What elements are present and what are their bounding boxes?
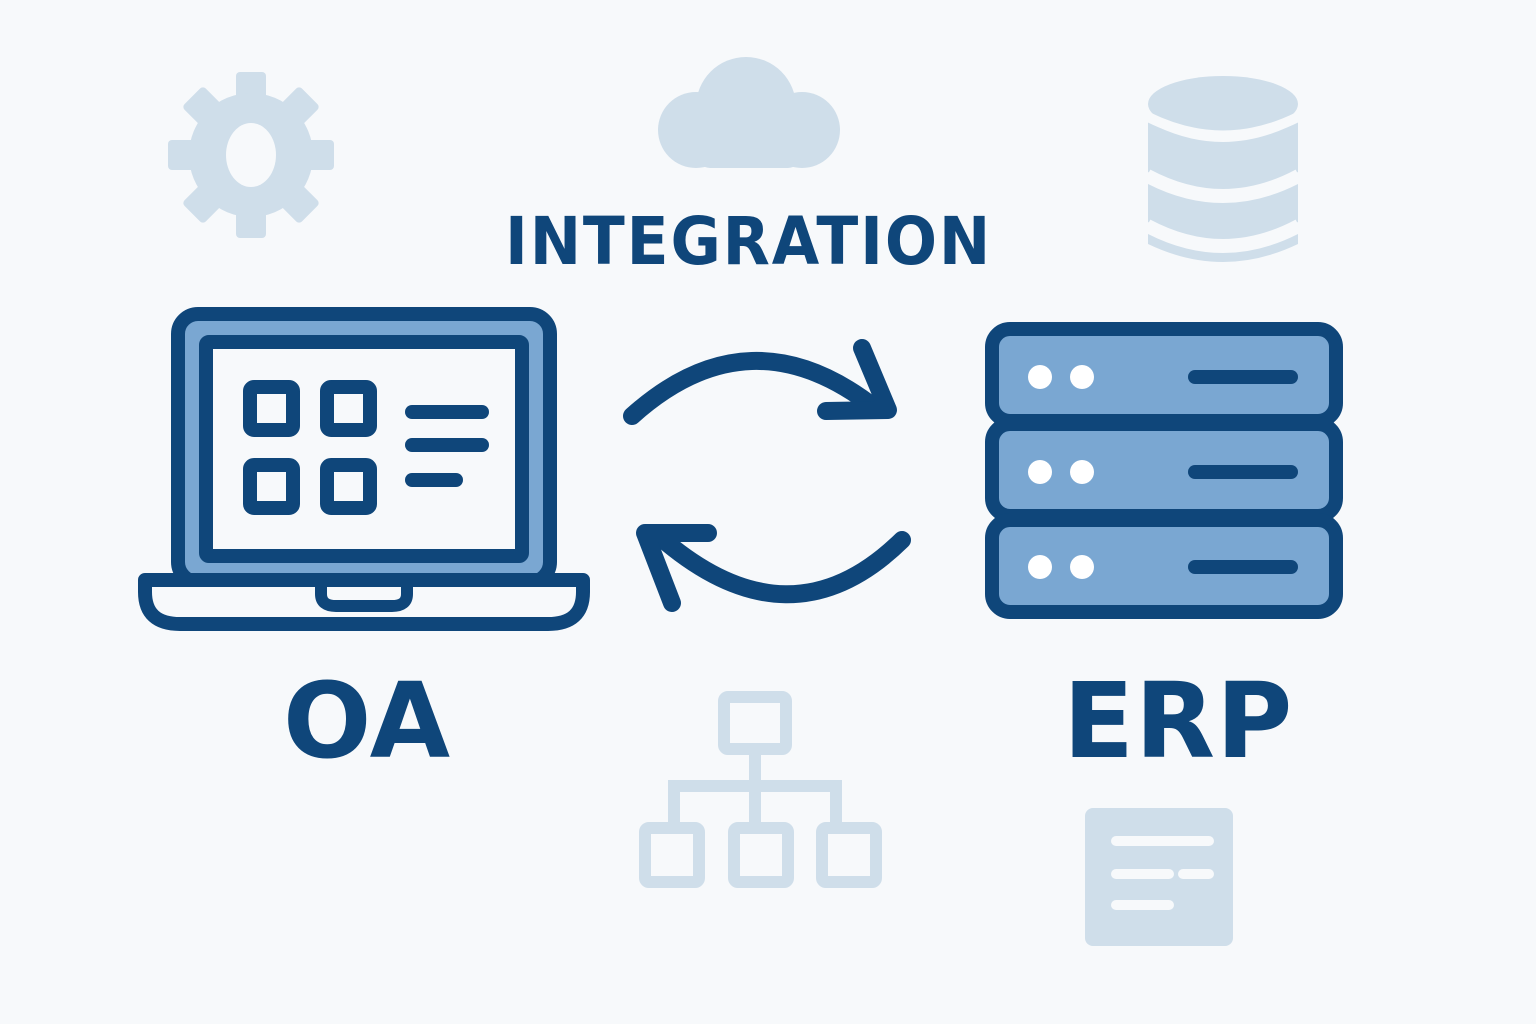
oa-label: OA <box>283 660 452 782</box>
gear-icon <box>168 72 334 238</box>
document-icon <box>1085 808 1233 946</box>
erp-label: ERP <box>1063 660 1294 782</box>
arrow-to-oa <box>651 528 911 604</box>
database-icon <box>1145 76 1301 262</box>
laptop-icon <box>138 307 590 631</box>
arrow-to-erp <box>623 352 884 425</box>
cloud-icon <box>658 57 840 168</box>
hierarchy-icon <box>639 691 882 888</box>
sync-arrows-icon <box>623 339 911 612</box>
diagram-title: INTEGRATION <box>505 203 993 280</box>
server-stack-icon <box>985 322 1343 619</box>
